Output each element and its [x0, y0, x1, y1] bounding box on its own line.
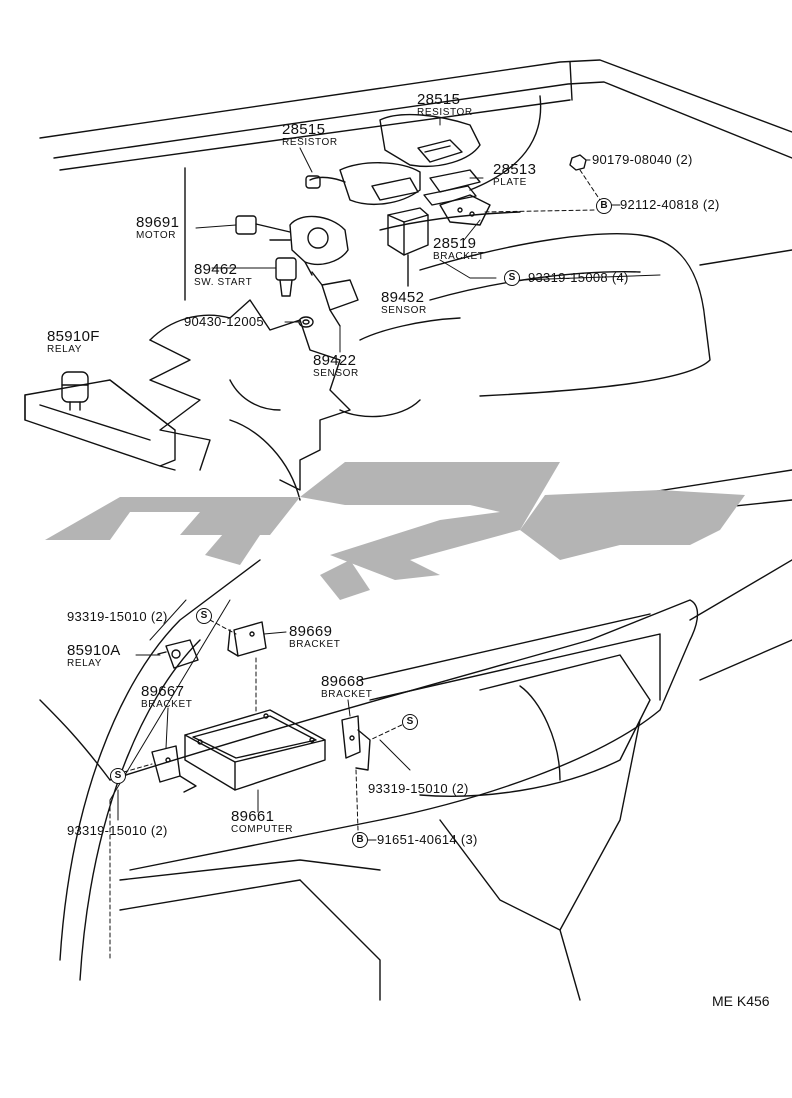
part-name: RESISTOR — [282, 137, 338, 148]
part-number: 89661 — [231, 808, 275, 825]
sensor-89422-drawing — [311, 271, 359, 327]
plate-drawing — [423, 169, 481, 206]
part-number: 89668 — [321, 673, 365, 690]
motor-drawing — [235, 215, 349, 276]
part-number: 89691 — [136, 214, 180, 231]
sensor-89452-drawing — [387, 207, 429, 287]
label-screw-bottom-left: 93319-15010 (2) — [67, 823, 168, 838]
label-bracket-89669: 89669 BRACKET — [289, 624, 340, 650]
part-name: PLATE — [493, 177, 527, 188]
part-name: RELAY — [67, 658, 103, 669]
label-sw-start: 89462 SW. START — [194, 262, 252, 288]
lower-dash-lines — [109, 619, 409, 961]
bracket-89668-drawing — [341, 715, 371, 771]
label-bracket-89668: 89668 BRACKET — [321, 674, 372, 700]
label-resistor-upper: 28515 RESISTOR — [417, 92, 473, 118]
part-number: 85910F — [47, 328, 100, 345]
bolt-b-symbol: B — [352, 832, 368, 848]
label-bolt-92112: 92112-40818 (2) — [620, 197, 720, 212]
relay-tray — [24, 371, 176, 471]
label-bracket-89667: 89667 BRACKET — [141, 684, 192, 710]
label-screw-right: 93319-15010 (2) — [368, 781, 469, 796]
upper-dash-lines — [483, 169, 601, 213]
label-resistor-lower: 28515 RESISTOR — [282, 122, 338, 148]
part-number: 89462 — [194, 261, 238, 278]
computer-drawing — [184, 709, 326, 791]
part-number: 89422 — [313, 352, 357, 369]
screw-s-symbol: S — [504, 270, 520, 286]
part-number: 89669 — [289, 623, 333, 640]
label-nut-90179: 90179-08040 (2) — [592, 152, 693, 167]
sw-start-drawing — [275, 257, 297, 297]
part-name: MOTOR — [136, 230, 177, 241]
screw-s-symbol: S — [110, 768, 126, 784]
fender-outline — [359, 211, 792, 397]
dashboard-outline — [39, 469, 792, 1001]
part-number: 89667 — [141, 683, 185, 700]
label-sensor-89452: 89452 SENSOR — [381, 290, 427, 316]
part-name: BRACKET — [141, 699, 193, 710]
part-name: RELAY — [47, 344, 83, 355]
part-name: BRACKET — [289, 639, 341, 650]
label-bolt-91651: 91651-40614 (3) — [377, 832, 478, 847]
part-number: 89452 — [381, 289, 425, 306]
part-number: 28519 — [433, 235, 477, 252]
diagram-code: ME K456 — [712, 993, 770, 1009]
part-name: COMPUTER — [231, 824, 294, 835]
nut-90179-drawing — [569, 154, 587, 171]
bolt-b-symbol: B — [596, 198, 612, 214]
label-relay-85910a: 85910A RELAY — [67, 643, 121, 669]
label-screw-93319-15008: 93319-15008 (4) — [528, 270, 629, 285]
part-number: 28513 — [493, 161, 537, 178]
part-name: RESISTOR — [417, 107, 473, 118]
upper-leader-lines — [195, 117, 661, 353]
part-name: BRACKET — [433, 251, 485, 262]
relay-85910a-drawing — [157, 639, 199, 669]
bracket-89667-drawing — [151, 745, 197, 793]
part-number: 28515 — [417, 91, 461, 108]
bracket-89669-drawing — [227, 621, 267, 657]
resistor-upper-drawing — [379, 113, 481, 167]
part-name: SENSOR — [313, 368, 359, 379]
lower-leader-lines — [109, 599, 411, 841]
screw-s-symbol: S — [402, 714, 418, 730]
hood-outline — [39, 59, 792, 301]
label-plate: 28513 PLATE — [493, 162, 536, 188]
part-number: 85910A — [67, 642, 121, 659]
label-screw-top-left: 93319-15010 (2) — [67, 609, 168, 624]
part-name: SW. START — [194, 277, 253, 288]
bracket-28519-drawing — [439, 194, 491, 226]
label-motor: 89691 MOTOR — [136, 215, 179, 241]
screw-s-symbol: S — [196, 608, 212, 624]
label-gasket: 90430-12005 — [184, 314, 264, 329]
part-number: 28515 — [282, 121, 326, 138]
label-sensor-89422: 89422 SENSOR — [313, 353, 359, 379]
gasket-drawing — [298, 316, 314, 328]
engine-silhouette — [149, 299, 421, 501]
part-name: SENSOR — [381, 305, 427, 316]
label-computer: 89661 COMPUTER — [231, 809, 293, 835]
part-name: BRACKET — [321, 689, 373, 700]
watermark-logo — [45, 462, 745, 600]
label-bracket-28519: 28519 BRACKET — [433, 236, 484, 262]
resistor-lower-drawing — [305, 162, 421, 205]
label-relay-85910f: 85910F RELAY — [47, 329, 100, 355]
